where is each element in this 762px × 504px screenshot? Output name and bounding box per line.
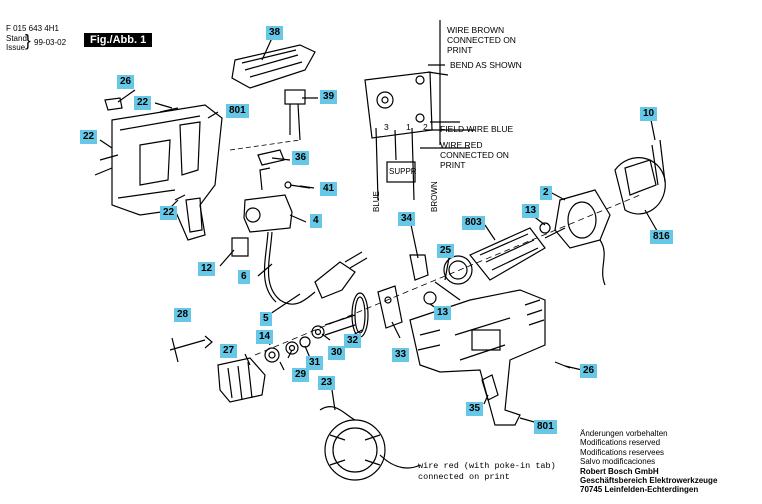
- switch-cover: [231, 44, 316, 89]
- footer-company: Robert Bosch GmbH: [580, 466, 659, 476]
- blue-label: BLUE: [372, 191, 381, 212]
- callout-6: 6: [238, 270, 250, 284]
- callout-801: 801: [534, 420, 557, 434]
- field-wire-label: FIELD WIRE BLUE: [440, 124, 514, 134]
- stand-label: Stand: [6, 34, 27, 43]
- callout-30: 30: [328, 346, 346, 360]
- footer-address: 70745 Leinfelden-Echterdingen: [580, 485, 699, 495]
- issue-date: 99-03-02: [34, 38, 67, 47]
- callout-25: 25: [437, 244, 455, 258]
- callout-13: 13: [522, 204, 540, 218]
- terminal-3: 3: [384, 122, 389, 132]
- callout-27: 27: [220, 344, 238, 358]
- callout-28: 28: [174, 308, 192, 322]
- plug: [314, 261, 356, 299]
- terminal-1: 1: [406, 122, 411, 132]
- callout-2: 2: [540, 186, 552, 200]
- brush-holder: [614, 157, 666, 215]
- armature: [469, 227, 546, 281]
- doc-number: F 015 643 4H1: [6, 24, 59, 33]
- chuck-key: [169, 335, 213, 363]
- callout-39: 39: [320, 90, 338, 104]
- callout-41: 41: [320, 182, 338, 196]
- print-label: PRINT: [447, 45, 473, 55]
- callout-22: 22: [134, 96, 152, 110]
- callout-29: 29: [292, 368, 310, 382]
- terminal-2: 2: [423, 122, 428, 132]
- callout-32: 32: [344, 334, 362, 348]
- callout-31: 31: [306, 356, 324, 370]
- wire-brown-label: WIRE BROWN: [447, 25, 505, 35]
- callout-12: 12: [198, 262, 216, 276]
- callout-816: 816: [650, 230, 673, 244]
- callout-33: 33: [392, 348, 410, 362]
- callout-34: 34: [398, 212, 416, 226]
- bend-label: BEND AS SHOWN: [450, 60, 522, 70]
- callout-22: 22: [80, 130, 98, 144]
- callout-35: 35: [466, 402, 484, 416]
- callout-5: 5: [260, 312, 272, 326]
- note-line-2: connected on print: [418, 472, 510, 482]
- wiring-board: [364, 71, 433, 139]
- note-line-1: wire red (with poke-in tab): [418, 461, 556, 471]
- figure-label: Fig./Abb. 1: [84, 33, 153, 47]
- footer-division: Geschäftsbereich Elektrowerkzeuge: [580, 476, 718, 486]
- footer: Änderungen vorbehalten Modifications res…: [580, 429, 717, 495]
- footer-line-4: Salvo modificaciones: [580, 457, 656, 467]
- print-label-2: PRINT: [440, 160, 466, 170]
- footer-line-1: Änderungen vorbehalten: [580, 429, 668, 438]
- callout-801: 801: [226, 104, 249, 118]
- callout-36: 36: [292, 151, 310, 165]
- suppr-label: SUPPR: [389, 167, 417, 176]
- callout-26: 26: [580, 364, 598, 378]
- wire-red-label: WIRE RED: [440, 140, 483, 150]
- connected-on-label: CONNECTED ON: [447, 35, 516, 45]
- brace: }: [25, 31, 31, 50]
- callout-14: 14: [256, 330, 274, 344]
- callout-26: 26: [117, 75, 135, 89]
- footer-line-2: Modifications reserved: [580, 438, 661, 448]
- callout-13: 13: [434, 306, 452, 320]
- issue-label: Issue: [6, 43, 26, 52]
- brush-circle: [324, 419, 386, 481]
- connected-on-label-2: CONNECTED ON: [440, 150, 509, 160]
- callout-38: 38: [266, 26, 284, 40]
- callout-10: 10: [640, 107, 658, 121]
- main-housing: [409, 289, 546, 426]
- callout-803: 803: [462, 216, 485, 230]
- switch: [243, 194, 293, 233]
- brown-label: BROWN: [430, 181, 439, 212]
- callout-4: 4: [310, 214, 322, 228]
- footer-line-3: Modifications reservees: [580, 447, 665, 457]
- part-39: [284, 89, 306, 105]
- chuck: [217, 357, 266, 403]
- callout-23: 23: [318, 376, 336, 390]
- callout-22: 22: [160, 206, 178, 220]
